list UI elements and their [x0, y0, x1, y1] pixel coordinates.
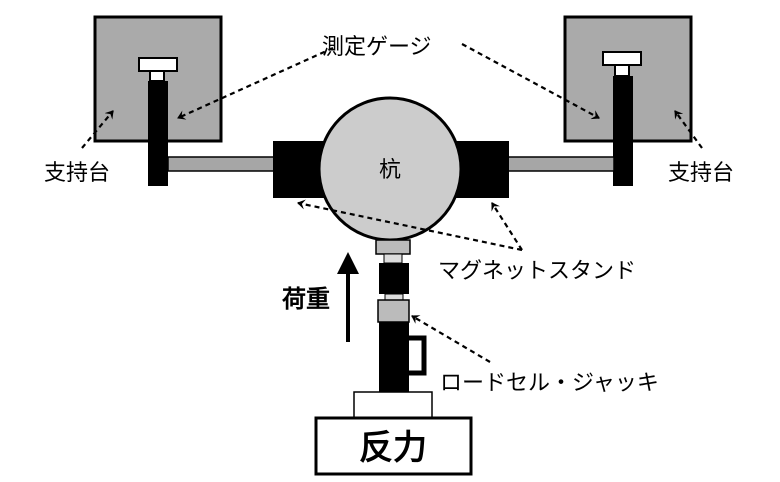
magnet-stand-leader-left — [297, 199, 523, 252]
load-arrow — [337, 252, 359, 342]
stand-rod-left — [167, 156, 275, 172]
measurement-gauge-right — [602, 51, 642, 186]
gauge-label: 測定ゲージ — [322, 35, 432, 60]
stand-rod-right — [507, 156, 615, 172]
support-leader-right — [674, 110, 703, 149]
loadcell-jack-label: ロードセル・ジャッキ — [440, 371, 659, 396]
load-label: 荷重 — [282, 285, 330, 313]
gauge-leader-left — [177, 46, 334, 120]
reaction-block — [314, 416, 473, 476]
pile-label: 杭 — [379, 158, 401, 183]
gauge-leader-right — [461, 43, 600, 120]
jack-base — [353, 391, 433, 419]
reaction-label: 反力 — [359, 428, 427, 468]
magnet-stand-label: マグネットスタンド — [438, 259, 636, 284]
loadcell-jack-leader — [411, 315, 491, 363]
support-label-right: 支持台 — [668, 161, 734, 186]
support-leader-left — [81, 110, 114, 149]
loadcell-jack-assembly — [375, 239, 427, 392]
support-label-left: 支持台 — [44, 161, 110, 186]
measurement-gauge-left — [138, 57, 178, 186]
magnet-stand-leader-right — [491, 202, 523, 251]
